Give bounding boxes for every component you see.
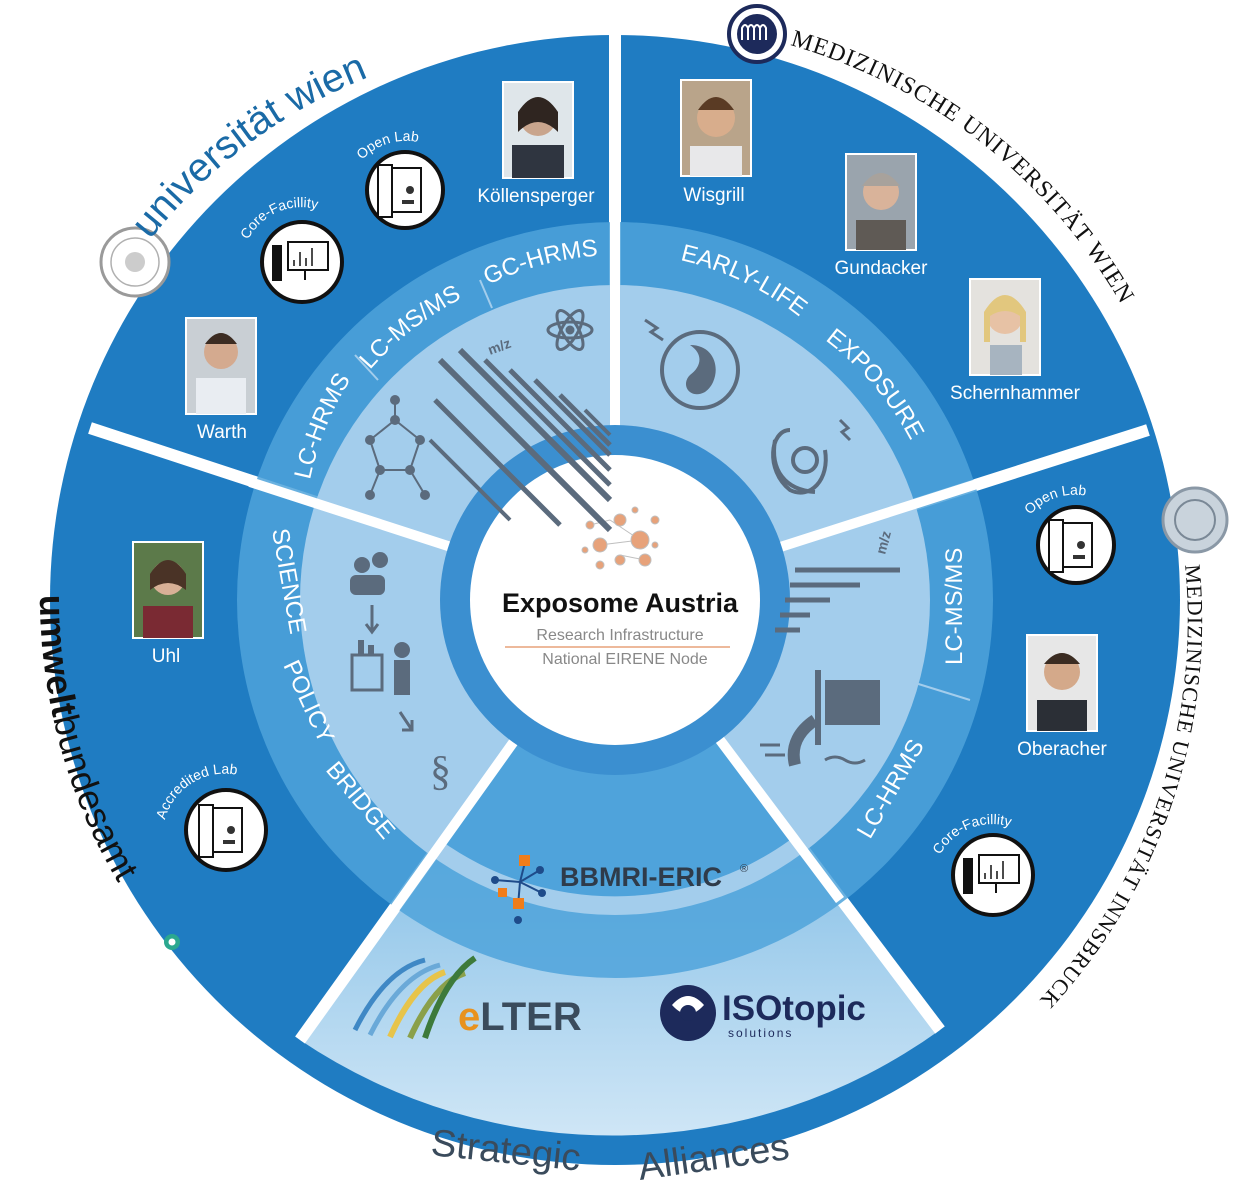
people-names: Köllensperger Warth Wisgrill Gundacker S…	[152, 185, 1108, 760]
photo-oberacher	[1026, 634, 1098, 732]
isotopic-logo-icon	[660, 985, 716, 1041]
meduni-innsbruck-seal-icon	[1161, 486, 1229, 554]
photo-wisgrill	[680, 79, 752, 177]
center-title: Exposome Austria	[502, 588, 739, 618]
photo-gundacker	[845, 153, 917, 251]
photo-koellensperger	[502, 81, 574, 179]
atom-icon	[546, 309, 594, 351]
open-lab-badge-uw	[365, 150, 445, 230]
science-policy-flow-icon	[350, 552, 414, 732]
name-oberacher: Oberacher	[1017, 739, 1107, 760]
core-facility-badge-mui	[951, 833, 1035, 917]
bbmri-label: BBMRI-ERIC	[560, 862, 722, 892]
bbmri-logo-icon	[491, 855, 546, 924]
molecular-network-icon	[365, 395, 430, 500]
photo-uhl	[132, 541, 204, 639]
name-warth: Warth	[197, 422, 247, 443]
water-outflow-icon	[760, 670, 880, 767]
name-koellensperger: Köllensperger	[477, 186, 595, 207]
mz-label-1: m/z	[486, 335, 513, 358]
center-line2: National EIRENE Node	[542, 651, 708, 668]
isotopic-label: ISOtopic	[722, 989, 866, 1028]
name-uhl: Uhl	[152, 646, 181, 667]
mass-spectrum-bars-icon	[775, 567, 900, 633]
photo-schernhammer	[969, 278, 1041, 376]
elter-logo-icon	[352, 955, 477, 1040]
elter-label: eLTER	[458, 995, 582, 1039]
isotopic-sub-label: solutions	[728, 1026, 793, 1040]
registered-mark-icon: ®	[740, 863, 748, 875]
accredited-lab-badge	[184, 788, 268, 872]
core-facility-badge-uw	[260, 220, 344, 304]
center-circle	[470, 455, 760, 745]
mother-child-icon	[771, 418, 852, 495]
paragraph-law-icon: §	[430, 749, 451, 795]
center-line1: Research Infrastructure	[536, 627, 703, 644]
photo-warth	[185, 317, 257, 415]
mass-spectrum-icon	[428, 347, 613, 533]
name-wisgrill: Wisgrill	[683, 185, 744, 206]
meduni-wien-logo-icon	[727, 4, 787, 64]
open-lab-badge-mui	[1036, 505, 1116, 585]
uni-wien-seal-icon	[99, 226, 171, 298]
name-gundacker: Gundacker	[835, 258, 929, 279]
mz-label-2: m/z	[872, 529, 893, 556]
name-schernhammer: Schernhammer	[950, 383, 1081, 404]
network-logo-icon	[581, 506, 660, 570]
label-mui-lc-msms: LC-MS/MS	[941, 548, 968, 665]
fetus-icon	[644, 318, 740, 410]
umweltbundesamt-logo-icon	[164, 934, 180, 950]
